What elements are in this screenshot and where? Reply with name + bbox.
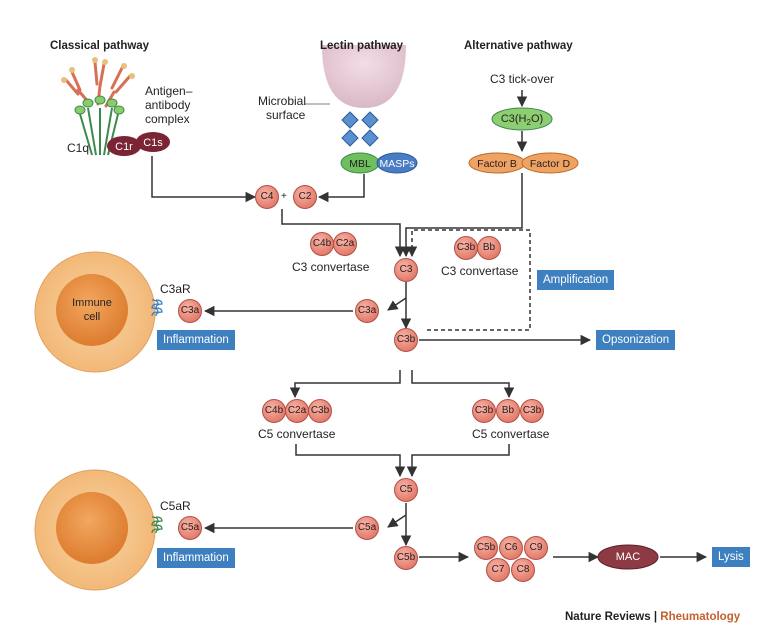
plus-sign: + (281, 191, 287, 202)
pathway-arrows (151, 90, 708, 563)
c5conv-left-c4b-node: C4b (262, 399, 286, 423)
mac-label: MAC (615, 551, 641, 563)
inflammation-box-2: Inflammation (157, 548, 235, 568)
mac-pill (597, 544, 659, 570)
microbial-label-1: Microbial (258, 94, 307, 108)
c5ar-receptor-icon (151, 516, 163, 534)
mac-c8-node: C8 (511, 558, 535, 582)
c5conv-right-c3b-node: C3b (472, 399, 496, 423)
microbial-label-2: surface (266, 108, 306, 122)
c5conv-right-c3b-2-node: C3b (520, 399, 544, 423)
lectin-heading: Lectin pathway (320, 40, 404, 52)
c5a-node: C5a (355, 516, 379, 540)
opsonization-box: Opsonization (596, 330, 676, 350)
c1r-icon (107, 136, 141, 156)
antigen-label-1: Antigen– (145, 84, 193, 98)
c3-convertase-classical-label: C3 convertase (292, 260, 370, 274)
mac-c6-node: C6 (499, 536, 523, 560)
antigen-label-3: complex (145, 112, 190, 126)
c5-convertase-left-label: C5 convertase (258, 427, 336, 441)
c1q-icon (74, 95, 125, 156)
mac-c9-node: C9 (524, 536, 548, 560)
mac-c7-node: C7 (486, 558, 510, 582)
c1s-label: C1s (143, 137, 163, 149)
factor-d-pill (521, 152, 579, 174)
c3ar-receptor-icon (151, 299, 163, 317)
c3-convertase-alt-label: C3 convertase (441, 264, 519, 278)
immune-cell-1-label-2: cell (83, 311, 101, 323)
immune-cell-1-label-1: Immune (72, 297, 112, 309)
factor-b-label: Factor B (477, 158, 517, 170)
bb-node: Bb (477, 236, 501, 260)
masps-icon (376, 152, 418, 174)
amplification-loop (406, 229, 531, 331)
c3h2o-pill (491, 107, 553, 131)
mbl-label: MBL (349, 158, 371, 170)
immune-cell-2-icon (34, 469, 156, 591)
microbial-surface-icon (322, 45, 406, 108)
c5-convertase-right-label: C5 convertase (472, 427, 550, 441)
inflammation-box-1: Inflammation (157, 330, 235, 350)
c3ar-label: C3aR (160, 282, 191, 296)
antigen-label-2: antibody (145, 98, 191, 112)
alternative-heading: Alternative pathway (464, 40, 573, 52)
c3a-cell-node: C3a (178, 299, 202, 323)
factor-d-label: Factor D (529, 158, 571, 170)
c3h2o-label: C3(H2O) (500, 113, 544, 128)
c3b-node: C3b (394, 328, 418, 352)
antibody-complex-icon (61, 57, 135, 108)
immune-cell-1-icon (34, 251, 156, 373)
c5ar-label: C5aR (160, 499, 191, 513)
c1s-icon (136, 132, 170, 152)
masps-label: MASPs (379, 158, 415, 170)
c5conv-right-bb-node: Bb (496, 399, 520, 423)
c5conv-left-c3b-node: C3b (308, 399, 332, 423)
lysis-box: Lysis (712, 547, 750, 567)
tickover-label: C3 tick-over (490, 72, 555, 86)
c5conv-left-c2a-node: C2a (285, 399, 309, 423)
c3b-alt-node: C3b (454, 236, 478, 260)
c5b-node: C5b (394, 546, 418, 570)
c3a-node: C3a (355, 299, 379, 323)
mbl-diamonds-icon (341, 111, 379, 147)
c5a-cell-node: C5a (178, 516, 202, 540)
c5-node: C5 (394, 478, 418, 502)
c2-node: C2 (293, 185, 317, 209)
amplification-box: Amplification (537, 270, 615, 290)
c1q-label: C1q (67, 141, 90, 155)
c1r-label: C1r (115, 141, 133, 153)
c4b-node: C4b (310, 232, 334, 256)
c3-node: C3 (394, 258, 418, 282)
c2a-node: C2a (333, 232, 357, 256)
mac-c5b-node: C5b (474, 536, 498, 560)
journal-credit: Nature Reviews | Rheumatology (565, 611, 741, 623)
c4-node: C4 (255, 185, 279, 209)
classical-heading: Classical pathway (50, 40, 150, 52)
